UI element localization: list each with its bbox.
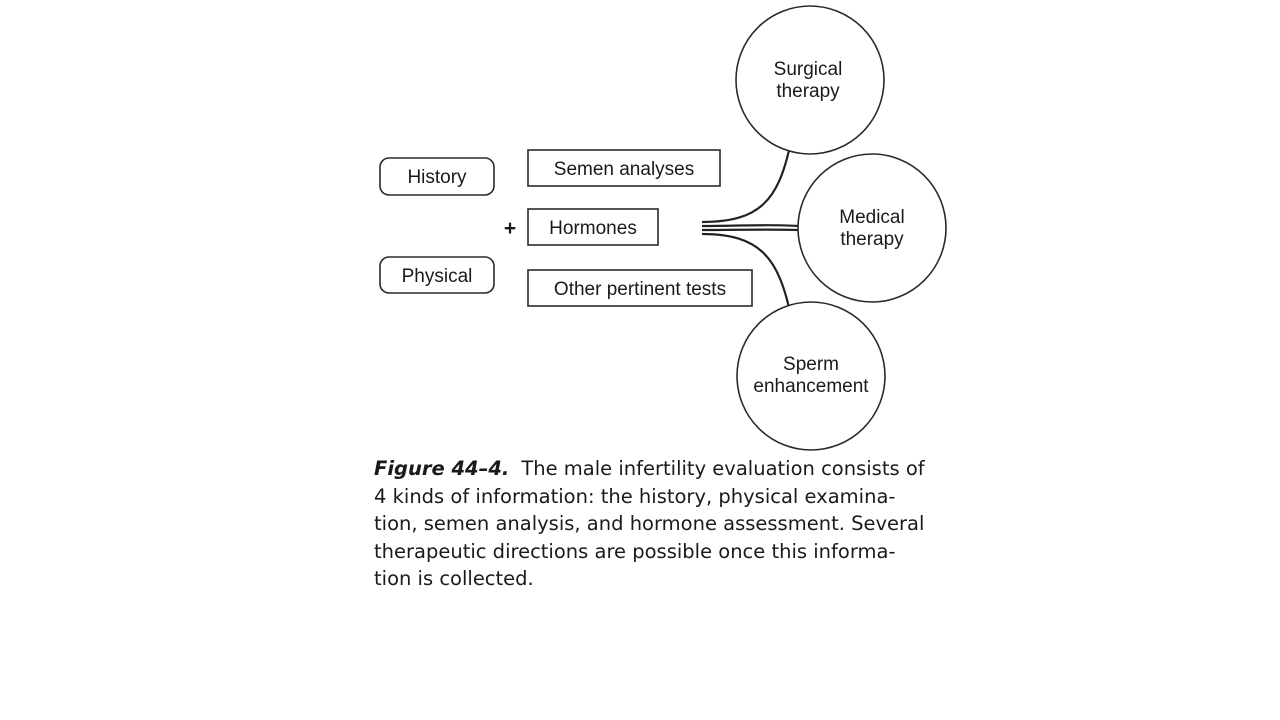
- connector-medical-upper: [701, 224, 799, 228]
- surgical-label-line1: Surgical: [774, 59, 843, 80]
- figure-label: Figure 44–4.: [374, 457, 510, 480]
- caption-line-1: Figure 44–4. The male infertility evaluat…: [374, 455, 964, 483]
- connector-sperm: [701, 232, 792, 313]
- sperm-label-line1: Sperm: [783, 354, 839, 375]
- figure-caption: Figure 44–4. The male infertility evaluat…: [374, 455, 964, 593]
- other-tests-box: Other pertinent tests: [527, 269, 753, 307]
- physical-box: Physical: [379, 256, 495, 294]
- medical-label-line1: Medical: [839, 207, 904, 228]
- history-label: History: [407, 167, 467, 188]
- semen-analyses-box: Semen analyses: [527, 149, 721, 187]
- sperm-enhancement-circle: Sperm enhancement: [736, 301, 886, 451]
- caption-line-3: tion, semen analysis, and hormone assess…: [374, 512, 925, 535]
- caption-line-5: tion is collected.: [374, 567, 534, 590]
- surgical-label-line2: therapy: [776, 81, 840, 102]
- medical-label-line2: therapy: [840, 229, 904, 250]
- physical-label: Physical: [402, 266, 473, 287]
- hormones-box: Hormones: [527, 208, 659, 246]
- caption-line-4: therapeutic directions are possible once…: [374, 539, 896, 563]
- history-box: History: [379, 157, 495, 196]
- branch-connectors: [701, 145, 799, 313]
- semen-analyses-label: Semen analyses: [554, 159, 694, 180]
- plus-sign: +: [504, 217, 516, 240]
- surgical-therapy-circle: Surgical therapy: [735, 5, 885, 155]
- other-tests-label: Other pertinent tests: [554, 279, 726, 300]
- infertility-evaluation-diagram: History Physical + Semen analyses Hormon…: [379, 5, 947, 451]
- hormones-label: Hormones: [549, 218, 637, 239]
- caption-line-2: 4 kinds of information: the history, phy…: [374, 484, 896, 508]
- sperm-label-line2: enhancement: [753, 376, 869, 397]
- caption-text-1: The male infertility evaluation consists…: [521, 457, 925, 480]
- connector-surgical: [701, 145, 792, 224]
- medical-therapy-circle: Medical therapy: [797, 153, 947, 303]
